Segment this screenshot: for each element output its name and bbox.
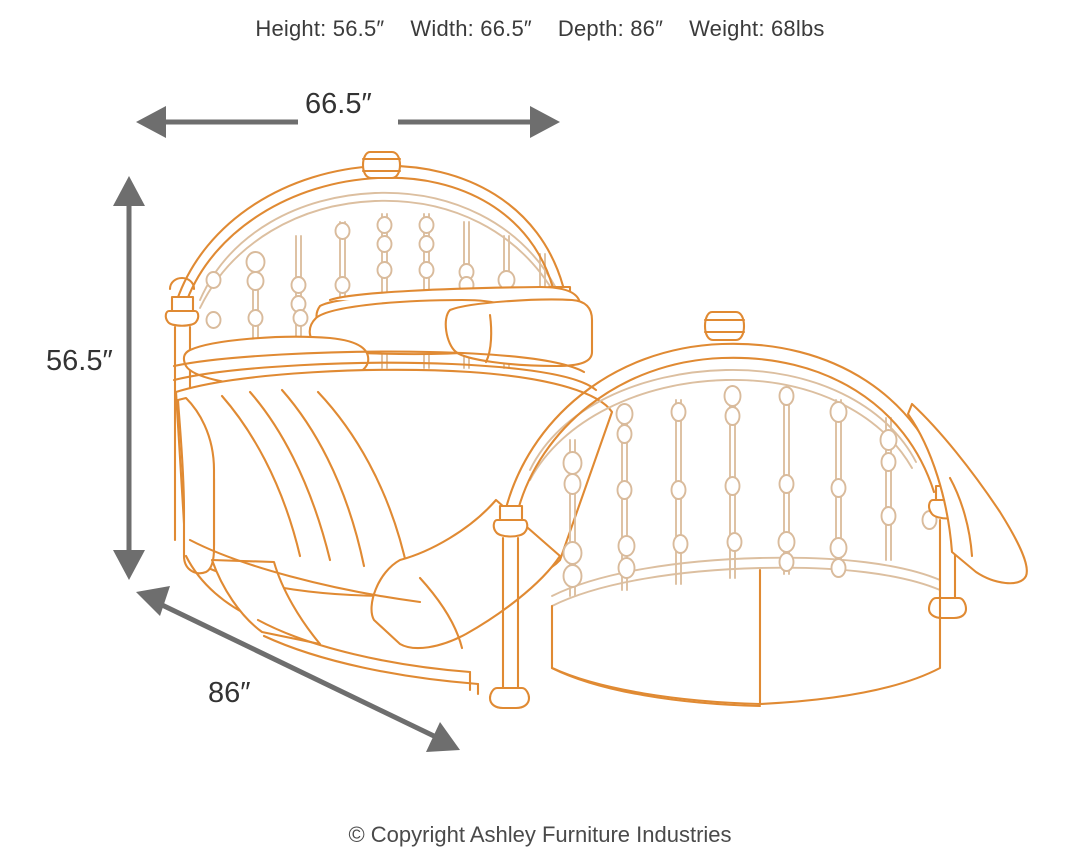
copyright-notice: © Copyright Ashley Furniture Industries	[348, 822, 732, 847]
height-arrow-head-bottom	[113, 550, 145, 580]
width-arrow-head-right	[530, 106, 560, 138]
width-arrow	[136, 106, 560, 138]
bedskirt-foot-right	[758, 594, 942, 706]
height-arrow	[113, 176, 145, 580]
height-arrow-head-top	[113, 176, 145, 206]
front-left-foot	[488, 686, 531, 710]
comforter-left-drape	[176, 396, 216, 575]
bedding-right-drape	[906, 402, 1028, 585]
pillow-back-top	[328, 285, 582, 305]
depth-arrow-head-upper-left	[136, 586, 170, 616]
spec-width: Width: 66.5″	[410, 16, 532, 41]
width-dimension-label: 66.5″	[305, 88, 372, 120]
spec-header: Height: 56.5″ Width: 66.5″ Depth: 86″ Weigh…	[0, 16, 1080, 42]
spec-depth: Depth: 86″	[557, 16, 664, 41]
front-right-foot	[927, 596, 968, 620]
footboard-spindle-balls	[562, 385, 938, 588]
width-arrow-head-left	[136, 106, 166, 138]
mattress-top-edge	[172, 350, 586, 374]
spec-height: Height: 56.5″	[255, 16, 385, 41]
bedskirt-bottom-left	[256, 618, 472, 674]
depth-arrow	[136, 586, 460, 752]
height-dimension-label: 56.5″	[46, 345, 113, 377]
depth-arrow-head-lower-right	[426, 722, 460, 752]
spec-weight: Weight: 68lbs	[689, 16, 825, 41]
depth-dimension-label: 86″	[208, 677, 251, 709]
